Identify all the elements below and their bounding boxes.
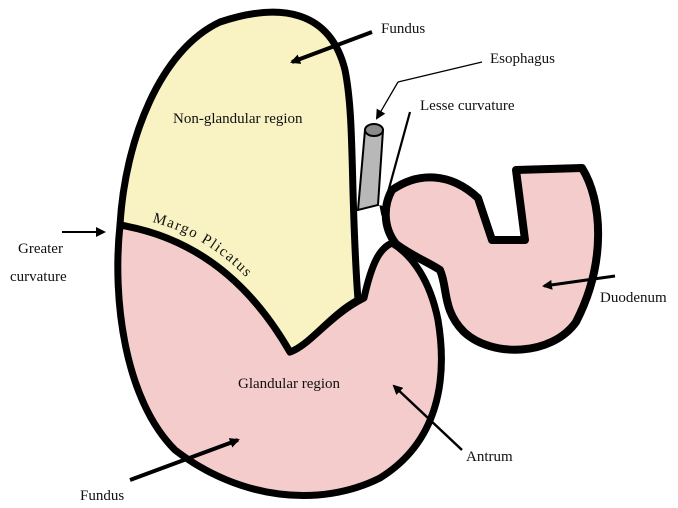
label-fundus-top: Fundus xyxy=(381,21,425,37)
label-duodenum: Duodenum xyxy=(600,290,667,306)
label-esophagus: Esophagus xyxy=(490,51,555,67)
esophagus-opening xyxy=(365,124,383,136)
label-antrum: Antrum xyxy=(466,449,513,465)
label-fundus-bottom: Fundus xyxy=(80,488,124,504)
esophagus-arrow xyxy=(398,62,482,82)
esophagus-tube xyxy=(358,130,383,210)
label-non-glandular-region: Non-glandular region xyxy=(173,111,303,127)
esophagus-arrow-2 xyxy=(377,82,398,118)
label-greater-curvature-2: curvature xyxy=(10,269,67,285)
label-glandular-region: Glandular region xyxy=(238,376,341,392)
label-greater-curvature-1: Greater xyxy=(18,241,63,257)
label-lesser-curvature: Lesse curvature xyxy=(420,98,515,114)
